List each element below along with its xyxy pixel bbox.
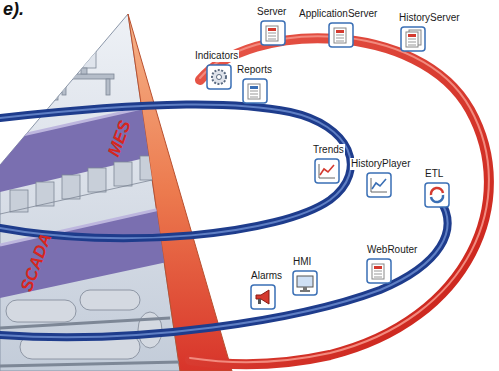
icon-label: Reports [236,64,273,76]
figure-letter: e). [3,0,24,18]
app-icon [328,22,354,48]
icon-node: ApplicationServer [298,8,379,48]
icon-node: HistoryServer [398,12,461,52]
icon-node: HistoryPlayer [350,158,412,198]
scada-band [0,200,200,298]
icon-node: HMI [292,256,318,296]
app-icon [260,20,286,46]
icon-label: Trends [312,144,345,156]
app-icon [250,284,276,310]
icon-node: Trends [312,144,345,184]
icon-node: WebRouter [366,244,419,284]
app-icon [366,258,392,284]
icon-label: HistoryPlayer [350,158,411,170]
icon-label: HistoryServer [398,12,461,24]
icon-label: HMI [292,256,312,268]
icon-node: Reports [236,64,274,104]
app-icon [400,26,426,52]
app-icon [366,172,392,198]
icon-label: ETL [424,168,444,180]
icon-node: Alarms [250,270,284,310]
app-icon [424,182,450,208]
icon-label: WebRouter [366,244,418,256]
equipment-illustration [0,290,180,366]
icon-node: Indicators [194,50,240,90]
plant-illustration [0,156,170,214]
pyramid [0,14,232,371]
spiral-rings [0,36,489,364]
icon-label: Indicators [194,50,239,62]
icon-label: ApplicationServer [298,8,378,20]
app-icon [314,158,340,184]
app-icon [292,270,318,296]
icon-node: Server [256,6,288,46]
app-icon [206,64,232,90]
icon-label: Server [256,6,287,18]
icon-node: ETL [424,168,450,208]
office-illustration [30,50,114,100]
app-icon [242,78,268,104]
icon-label: Alarms [250,270,283,282]
